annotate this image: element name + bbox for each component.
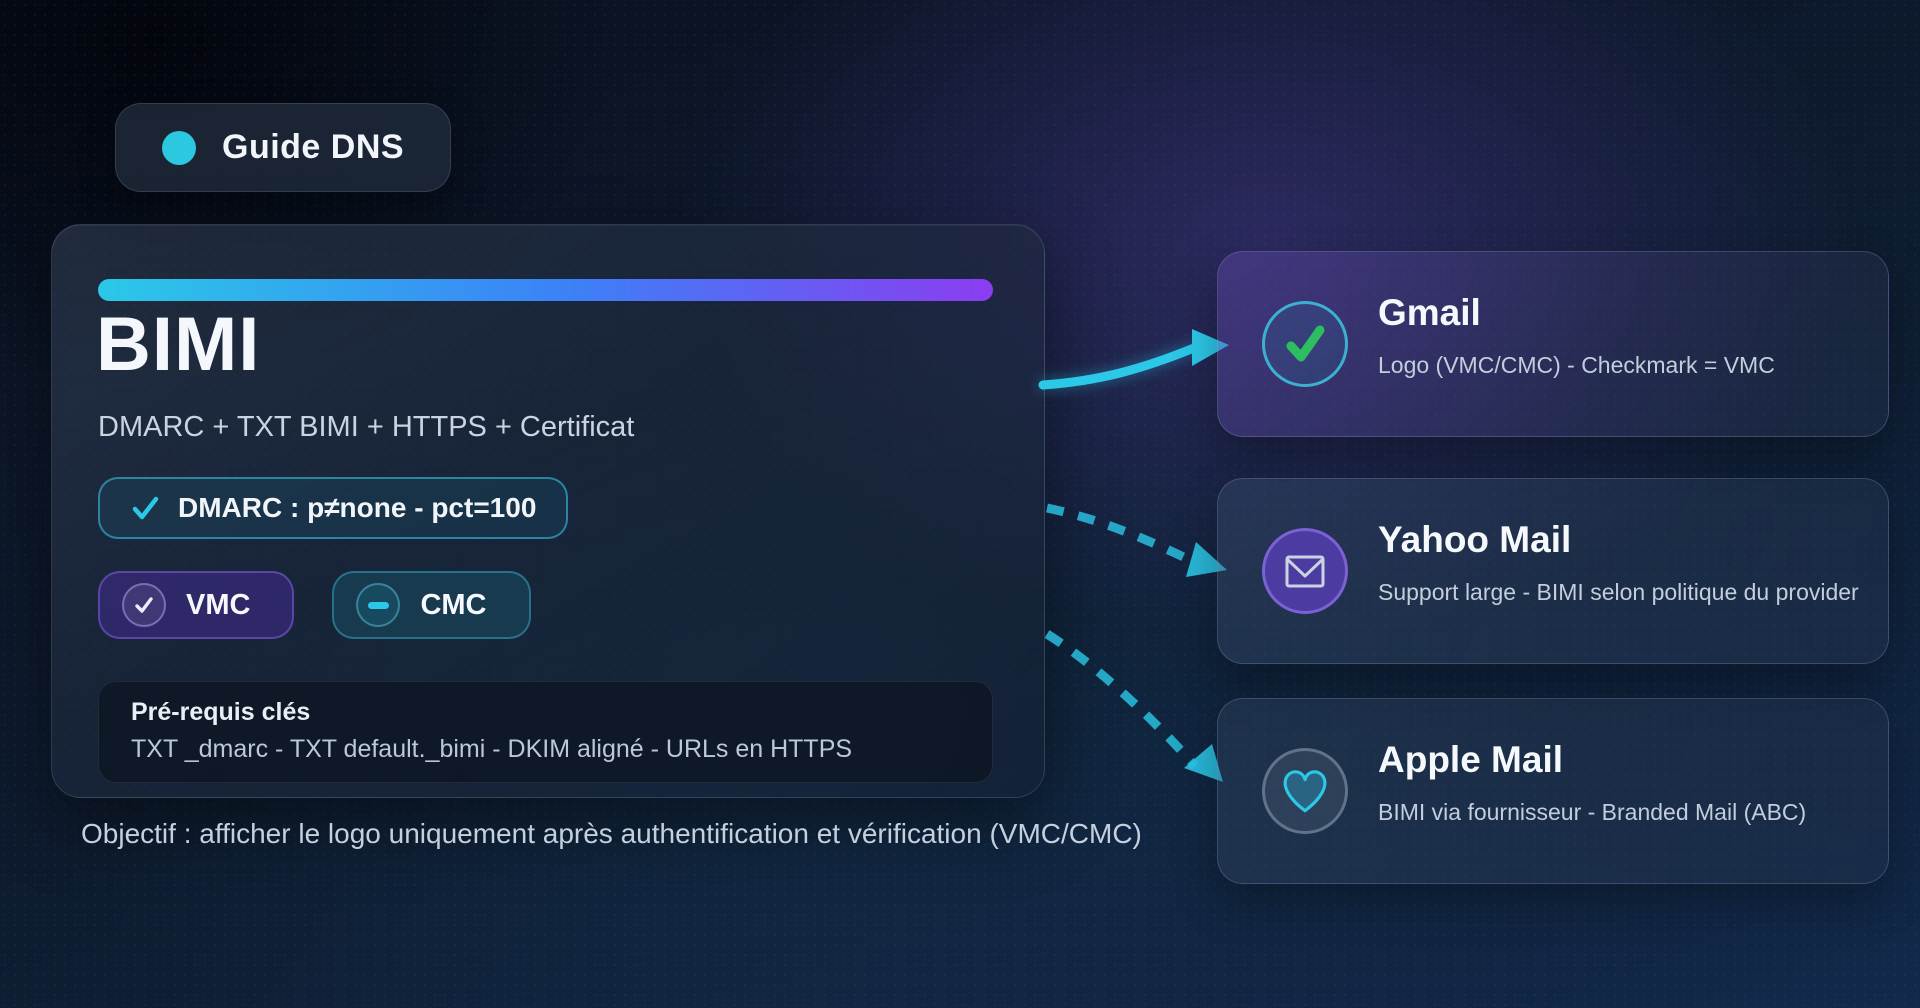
bimi-subtitle: DMARC + TXT BIMI + HTTPS + Certificat [98, 411, 635, 443]
bimi-card: BIMI DMARC + TXT BIMI + HTTPS + Certific… [51, 224, 1045, 798]
dash-icon [367, 601, 389, 609]
check-circle-icon [122, 583, 166, 627]
provider-description: Support large - BIMI selon politique du … [1378, 579, 1859, 605]
objective-text: Objectif : afficher le logo uniquement a… [81, 818, 1142, 849]
heart-icon [1262, 748, 1348, 834]
dash-circle-icon [356, 583, 401, 627]
dmarc-chip: DMARC : p≠none - pct=100 [98, 477, 569, 539]
cmc-chip-label: CMC [420, 588, 487, 621]
check-icon [132, 496, 159, 520]
provider-name: Apple Mail [1378, 739, 1564, 780]
arrow-to-apple [1044, 630, 1199, 769]
prerequisites-title: Pré-requis clés [131, 698, 311, 726]
status-dot-icon [162, 130, 196, 165]
certificate-chip-row: VMC CMC [98, 571, 531, 639]
bimi-title: BIMI [96, 302, 261, 387]
provider-name: Gmail [1378, 292, 1481, 333]
provider-card-gmail: Gmail Logo (VMC/CMC) - Checkmark = VMC [1217, 251, 1889, 437]
vmc-chip-label: VMC [186, 588, 251, 621]
provider-card-apple: Apple Mail BIMI via fournisseur - Brande… [1217, 698, 1889, 884]
provider-description: Logo (VMC/CMC) - Checkmark = VMC [1378, 352, 1775, 378]
provider-card-yahoo: Yahoo Mail Support large - BIMI selon po… [1217, 478, 1889, 664]
gradient-accent-bar [98, 279, 993, 301]
vmc-chip: VMC [98, 571, 295, 639]
provider-description: BIMI via fournisseur - Branded Mail (ABC… [1378, 799, 1807, 825]
dmarc-chip-label: DMARC : p≠none - pct=100 [178, 492, 537, 523]
arrow-to-gmail [1038, 343, 1199, 390]
provider-name: Yahoo Mail [1378, 519, 1572, 560]
prerequisites-box: Pré-requis clés TXT _dmarc - TXT default… [98, 681, 993, 783]
prerequisites-body: TXT _dmarc - TXT default._bimi - DKIM al… [131, 735, 853, 763]
arrow-to-yahoo [1046, 503, 1194, 566]
check-circle-icon [1262, 301, 1348, 387]
cmc-chip: CMC [332, 571, 531, 639]
guide-dns-label: Guide DNS [222, 128, 405, 166]
guide-dns-badge: Guide DNS [115, 103, 452, 192]
envelope-icon [1262, 528, 1348, 614]
